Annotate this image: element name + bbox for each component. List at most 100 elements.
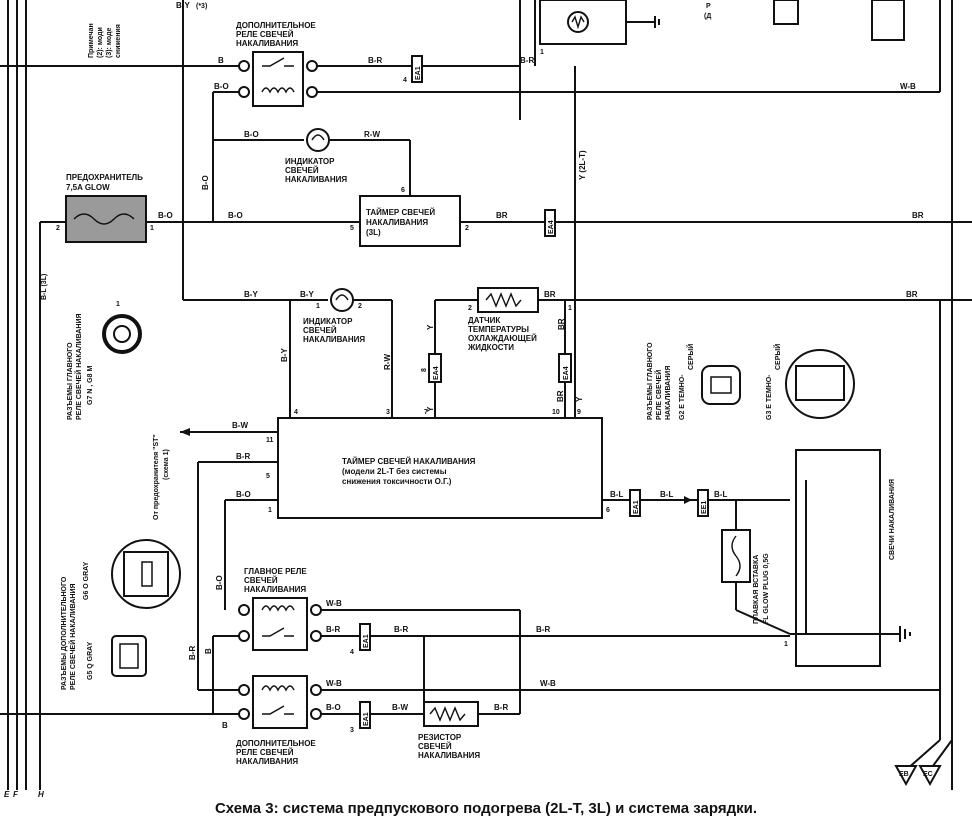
svg-text:ДОПОЛНИТЕЛЬНОЕ: ДОПОЛНИТЕЛЬНОЕ	[236, 21, 316, 30]
top-right-partial: B-R 1 Р (Д B-Y (*3)	[176, 0, 953, 790]
svg-text:НАКАЛИВАНИЯ: НАКАЛИВАНИЯ	[665, 366, 672, 420]
svg-text:1: 1	[568, 305, 572, 312]
svg-text:(2): моди: (2): моди	[97, 27, 104, 58]
main-relay-connectors: РАЗЪЕМЫ ГЛАВНОГО РЕЛЕ СВЕЧЕЙ НАКАЛИВАНИЯ…	[67, 301, 142, 420]
svg-text:(3): моде: (3): моде	[106, 27, 113, 58]
notes-top-left: Примечан (2): моди (3): моде снижения	[88, 23, 122, 58]
svg-text:BR: BR	[496, 211, 508, 220]
svg-text:2: 2	[465, 225, 469, 232]
svg-text:B-R: B-R	[536, 625, 550, 634]
svg-text:4: 4	[294, 409, 298, 416]
svg-text:РЕЛЕ СВЕЧЕЙ НАКАЛИВАНИЯ: РЕЛЕ СВЕЧЕЙ НАКАЛИВАНИЯ	[68, 583, 77, 690]
svg-text:ТАЙМЕР СВЕЧЕЙ НАКАЛИВАНИЯ: ТАЙМЕР СВЕЧЕЙ НАКАЛИВАНИЯ	[342, 457, 476, 466]
diagram-caption: Схема 3: система предпускового подогрева…	[214, 800, 758, 817]
svg-text:(модели 2L-T без системы: (модели 2L-T без системы	[342, 467, 447, 476]
svg-text:9: 9	[577, 409, 581, 416]
svg-text:B: B	[222, 721, 228, 730]
svg-text:СЕРЫЙ: СЕРЫЙ	[686, 344, 695, 370]
svg-text:2: 2	[358, 303, 362, 310]
svg-text:EC: EC	[923, 771, 933, 778]
svg-text:B-O: B-O	[244, 130, 259, 139]
svg-text:R-W: R-W	[364, 130, 380, 139]
svg-text:B-O: B-O	[158, 211, 173, 220]
svg-text:B-L: B-L	[660, 490, 673, 499]
svg-text:EA4: EA4	[548, 220, 555, 234]
svg-text:B-O: B-O	[228, 211, 243, 220]
svg-text:B-R: B-R	[494, 703, 508, 712]
left-bus-lines: E F H B-L (3L)	[0, 0, 230, 799]
svg-text:НАКАЛИВАНИЯ: НАКАЛИВАНИЯ	[366, 218, 428, 227]
svg-text:РЕЛЕ СВЕЧЕЙ: РЕЛЕ СВЕЧЕЙ	[236, 748, 294, 757]
svg-text:G6 O GRAY: G6 O GRAY	[83, 561, 90, 600]
svg-text:7,5A GLOW: 7,5A GLOW	[66, 183, 110, 192]
svg-text:B-R: B-R	[520, 56, 534, 65]
svg-text:(Д: (Д	[704, 13, 711, 20]
glow-resistor: B-R РЕЗИСТОР СВЕЧЕЙ НАКАЛИВАНИЯ	[418, 636, 521, 760]
glow-plugs: СВЕЧИ НАКАЛИВАНИЯ 1	[784, 449, 911, 667]
svg-text:1: 1	[150, 225, 154, 232]
svg-text:EB: EB	[899, 771, 909, 778]
svg-text:НАКАЛИВАНИЯ: НАКАЛИВАНИЯ	[236, 39, 298, 48]
indicator-mid: B-Y B-Y 1 2 ИНДИКАТОР СВЕЧЕЙ НАКАЛИВАНИЯ…	[182, 0, 393, 418]
svg-text:4: 4	[403, 77, 407, 84]
svg-text:B-R: B-R	[368, 56, 382, 65]
svg-text:СВЕЧИ НАКАЛИВАНИЯ: СВЕЧИ НАКАЛИВАНИЯ	[889, 479, 896, 560]
svg-text:5: 5	[266, 473, 270, 480]
svg-text:B-O: B-O	[215, 575, 224, 590]
svg-text:2: 2	[56, 225, 60, 232]
svg-text:ЖИДКОСТИ: ЖИДКОСТИ	[467, 343, 514, 352]
svg-text:BR: BR	[544, 290, 556, 299]
svg-text:ПЛАВКАЯ ВСТАВКА: ПЛАВКАЯ ВСТАВКА	[753, 555, 760, 624]
svg-text:B-O: B-O	[201, 175, 210, 190]
svg-text:3: 3	[350, 727, 354, 734]
ground-tags: EB EC	[894, 300, 953, 787]
svg-text:Y: Y	[426, 406, 435, 412]
svg-text:ТЕМПЕРАТУРЫ: ТЕМПЕРАТУРЫ	[468, 325, 529, 334]
svg-text:FL GLOW PLUG 0,5G: FL GLOW PLUG 0,5G	[763, 553, 770, 624]
svg-text:EA1: EA1	[633, 500, 640, 514]
svg-text:B-O: B-O	[236, 490, 251, 499]
svg-text:EA1: EA1	[363, 712, 370, 726]
bus-label-e: E	[4, 790, 10, 799]
svg-text:B-O: B-O	[214, 82, 229, 91]
svg-text:ДОПОЛНИТЕЛЬНОЕ: ДОПОЛНИТЕЛЬНОЕ	[236, 739, 316, 748]
fusible-link: ПЛАВКАЯ ВСТАВКА FL GLOW PLUG 0,5G	[721, 500, 791, 635]
svg-text:B: B	[204, 648, 213, 654]
svg-text:От предохранителя "ST": От предохранителя "ST"	[153, 434, 160, 520]
svg-text:(3L): (3L)	[366, 228, 381, 237]
svg-text:6: 6	[401, 187, 405, 194]
svg-text:B-L: B-L	[714, 490, 727, 499]
svg-text:Y (2L-T): Y (2L-T)	[578, 150, 587, 180]
svg-text:G3 E ТЕМНО-: G3 E ТЕМНО-	[766, 374, 773, 420]
svg-text:B-W: B-W	[232, 421, 248, 430]
y-2lt-wire: Y (2L-T)	[519, 66, 587, 300]
svg-text:НАКАЛИВАНИЯ: НАКАЛИВАНИЯ	[418, 751, 480, 760]
svg-text:Примечан: Примечан	[88, 23, 95, 58]
svg-text:ГЛАВНОЕ РЕЛЕ: ГЛАВНОЕ РЕЛЕ	[244, 567, 307, 576]
svg-text:РАЗЪЕМЫ ДОПОЛНИТЕЛЬНОГО: РАЗЪЕМЫ ДОПОЛНИТЕЛЬНОГО	[61, 576, 68, 690]
svg-text:РЕЛЕ СВЕЧЕЙ: РЕЛЕ СВЕЧЕЙ	[654, 370, 663, 420]
svg-text:ИНДИКАТОР: ИНДИКАТОР	[285, 157, 335, 166]
svg-text:EA4: EA4	[563, 366, 570, 380]
svg-text:B-L: B-L	[610, 490, 623, 499]
svg-text:B-R: B-R	[326, 625, 340, 634]
svg-text:ИНДИКАТОР: ИНДИКАТОР	[303, 317, 353, 326]
svg-text:W-B: W-B	[326, 599, 342, 608]
svg-text:B-W: B-W	[392, 703, 408, 712]
svg-text:B-R: B-R	[394, 625, 408, 634]
svg-text:2: 2	[468, 305, 472, 312]
svg-text:РЕЗИСТОР: РЕЗИСТОР	[418, 733, 462, 742]
left-relay-wires: B-R B	[188, 462, 239, 714]
svg-text:СЕРЫЙ: СЕРЫЙ	[773, 344, 782, 370]
svg-text:G2 E ТЕМНО-: G2 E ТЕМНО-	[679, 374, 686, 420]
svg-text:Y: Y	[426, 324, 435, 330]
svg-text:НАКАЛИВАНИЯ: НАКАЛИВАНИЯ	[285, 175, 347, 184]
aux-relay-top: ДОПОЛНИТЕЛЬНОЕ РЕЛЕ СВЕЧЕЙ НАКАЛИВАНИЯ B…	[213, 21, 940, 107]
bus-label-f: F	[13, 790, 19, 799]
svg-text:B-Y: B-Y	[300, 290, 314, 299]
svg-text:Р: Р	[706, 3, 711, 10]
svg-text:НАКАЛИВАНИЯ: НАКАЛИВАНИЯ	[244, 585, 306, 594]
svg-text:6: 6	[606, 507, 610, 514]
svg-text:B-R: B-R	[236, 452, 250, 461]
svg-text:BR: BR	[557, 318, 566, 330]
